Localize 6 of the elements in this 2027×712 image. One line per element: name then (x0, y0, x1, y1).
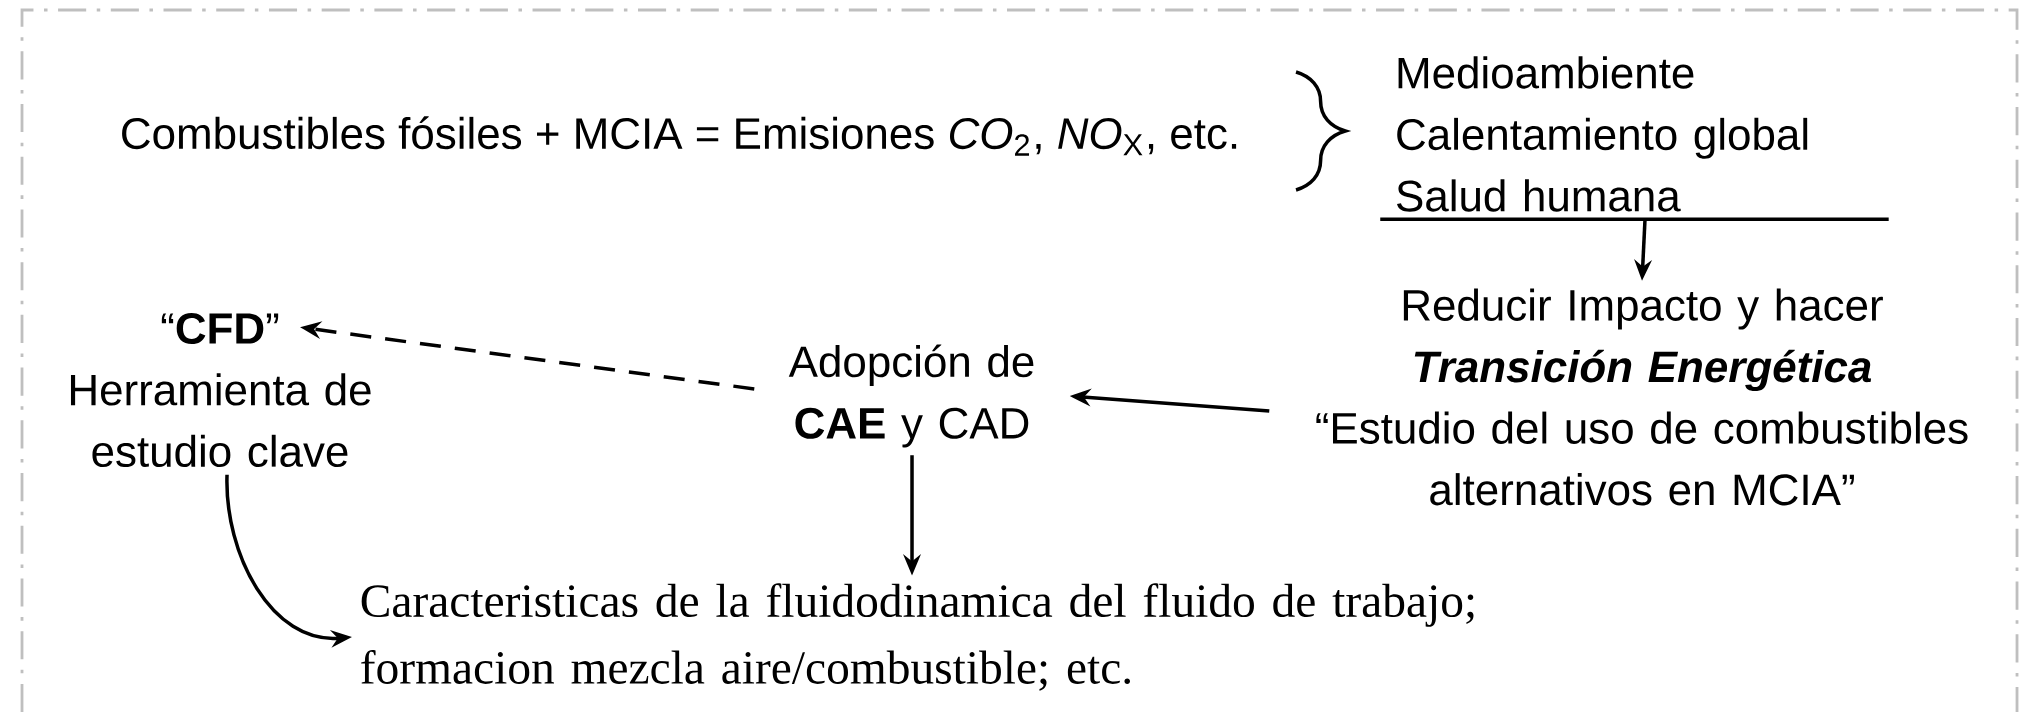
goal-text: Reducir Impacto y hacer Transición Energética “Estudio del uso de combustibles alternativos en MCIA” (1316, 288, 1968, 506)
result-text: Caracteristicas de la fluidodinamica del fluido de trabajo; formacion mezcla aire/combustible; etc. (361, 583, 1474, 691)
tool-text: “CFD” Herramienta de estudio clave (71, 313, 371, 468)
process-text: Adopción de CAE y CAD (788, 344, 1034, 448)
effects-list: Medioambiente Calentamiento global Salud humana (1397, 56, 1808, 212)
equation-text: Combustibles fósiles + MCIA = Emisiones CO$_{2}$, NO$_{X}$, etc. (122, 116, 1237, 156)
